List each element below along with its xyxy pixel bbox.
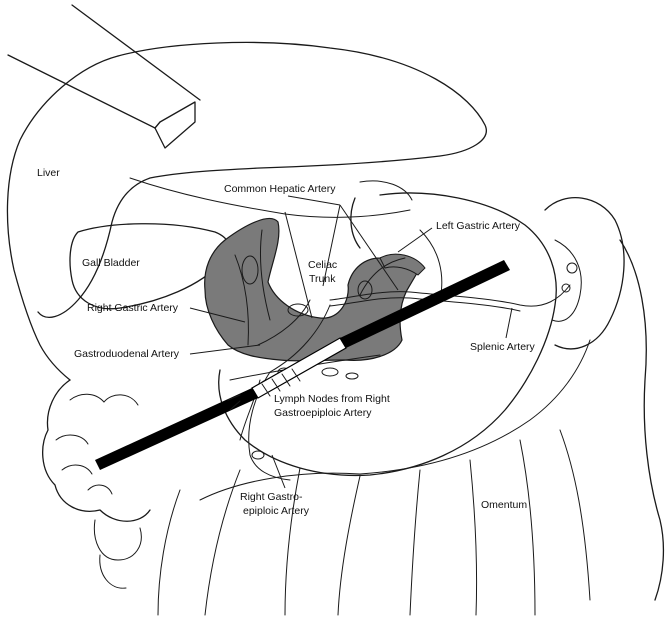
liver-retractor-icon [7, 4, 201, 149]
laparoscopic-dissector-icon [95, 260, 510, 470]
liver-outline [6, 41, 487, 381]
spleen-outline [544, 197, 625, 350]
label-right-gastric-artery: Right Gastric Artery [87, 302, 179, 314]
label-splenic-artery: Splenic Artery [470, 341, 536, 353]
label-gastroduodenal-artery: Gastroduodenal Artery [74, 348, 180, 360]
label-left-gastric-artery: Left Gastric Artery [436, 220, 521, 232]
leader-right-gastroepiploic [271, 454, 286, 489]
label-common-hepatic-artery: Common Hepatic Artery [224, 183, 336, 195]
label-lymph-nodes-line2: Gastroepiploic Artery [274, 407, 372, 419]
label-gall-bladder: Gall Bladder [82, 257, 140, 269]
label-right-gastroepiploic-line2: epiploic Artery [243, 505, 310, 517]
label-lymph-nodes-line1: Lymph Nodes from Right [274, 393, 390, 405]
label-omentum: Omentum [481, 499, 527, 511]
colon-outline [42, 379, 151, 589]
gall-bladder-outline [69, 223, 231, 310]
leader-splenic-artery [505, 307, 513, 339]
label-celiac-line2: Trunk [309, 273, 336, 285]
dissected-lymph-tissue [204, 217, 426, 362]
label-liver: Liver [37, 167, 60, 179]
omentum-outline [157, 239, 665, 616]
label-right-gastroepiploic-line1: Right Gastro- [240, 491, 303, 503]
label-celiac-line1: Celiac [308, 259, 337, 271]
leader-celiac-trunk [284, 211, 313, 319]
leader-common-hepatic-artery [322, 204, 341, 287]
leader-gastroduodenal-artery [189, 344, 261, 355]
leader-right-gastric-artery [189, 307, 246, 323]
labels: Liver Common Hepatic Artery Left Gastric… [37, 167, 536, 517]
leader-left-gastric-artery [397, 227, 433, 253]
